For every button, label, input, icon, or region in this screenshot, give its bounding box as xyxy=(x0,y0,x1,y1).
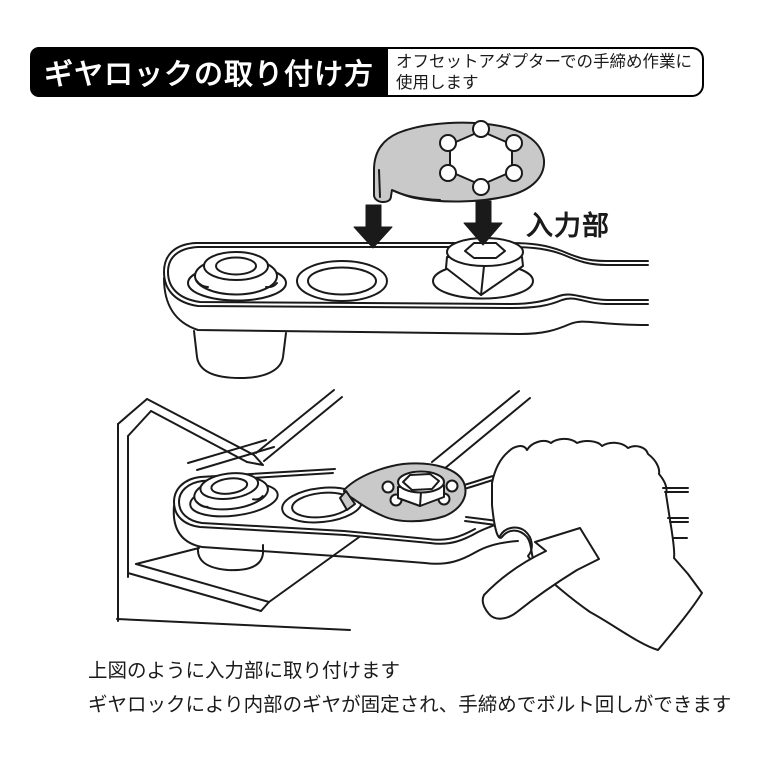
hand xyxy=(491,437,703,651)
input-nut-bottom xyxy=(381,470,459,507)
hex-socket-bottom xyxy=(402,473,440,491)
down-arrow-left xyxy=(353,204,393,249)
gear-lock-hook xyxy=(339,490,356,511)
offset-adapter-bottom xyxy=(172,468,519,572)
caption-line2: ギヤロックにより内部のギヤが固定され、手締めでボルト回しができます xyxy=(88,694,732,716)
hex-star-cutout xyxy=(439,120,523,196)
gear-lock-tool xyxy=(373,120,546,203)
hex-socket xyxy=(464,242,506,259)
page-title: ギヤロックの取り付け方 xyxy=(30,47,389,97)
offset-adapter-top xyxy=(163,237,649,379)
top-illustration xyxy=(163,120,649,379)
header-note: オフセットアダプターでの手締め作業に 使用します xyxy=(388,47,705,97)
down-arrow-right xyxy=(463,200,503,246)
frame xyxy=(116,389,531,631)
output-knob-bottom xyxy=(189,472,279,518)
gear-lock-attached xyxy=(339,462,467,523)
socket-cylinder xyxy=(193,330,287,379)
caption-line1: 上図のように入力部に取り付けます xyxy=(88,660,401,682)
input-nut xyxy=(432,237,534,300)
header-note-line2: 使用します xyxy=(396,74,479,92)
bottom-illustration xyxy=(116,389,703,651)
oval-hole xyxy=(296,260,388,302)
page-header: ギヤロックの取り付け方 オフセットアダプターでの手締め作業に 使用します xyxy=(30,47,705,97)
output-knob xyxy=(187,251,287,302)
header-note-line1: オフセットアダプターでの手締め作業に xyxy=(396,53,693,71)
input-part-label: 入力部 xyxy=(526,211,610,241)
rotation-arrow xyxy=(481,527,600,620)
